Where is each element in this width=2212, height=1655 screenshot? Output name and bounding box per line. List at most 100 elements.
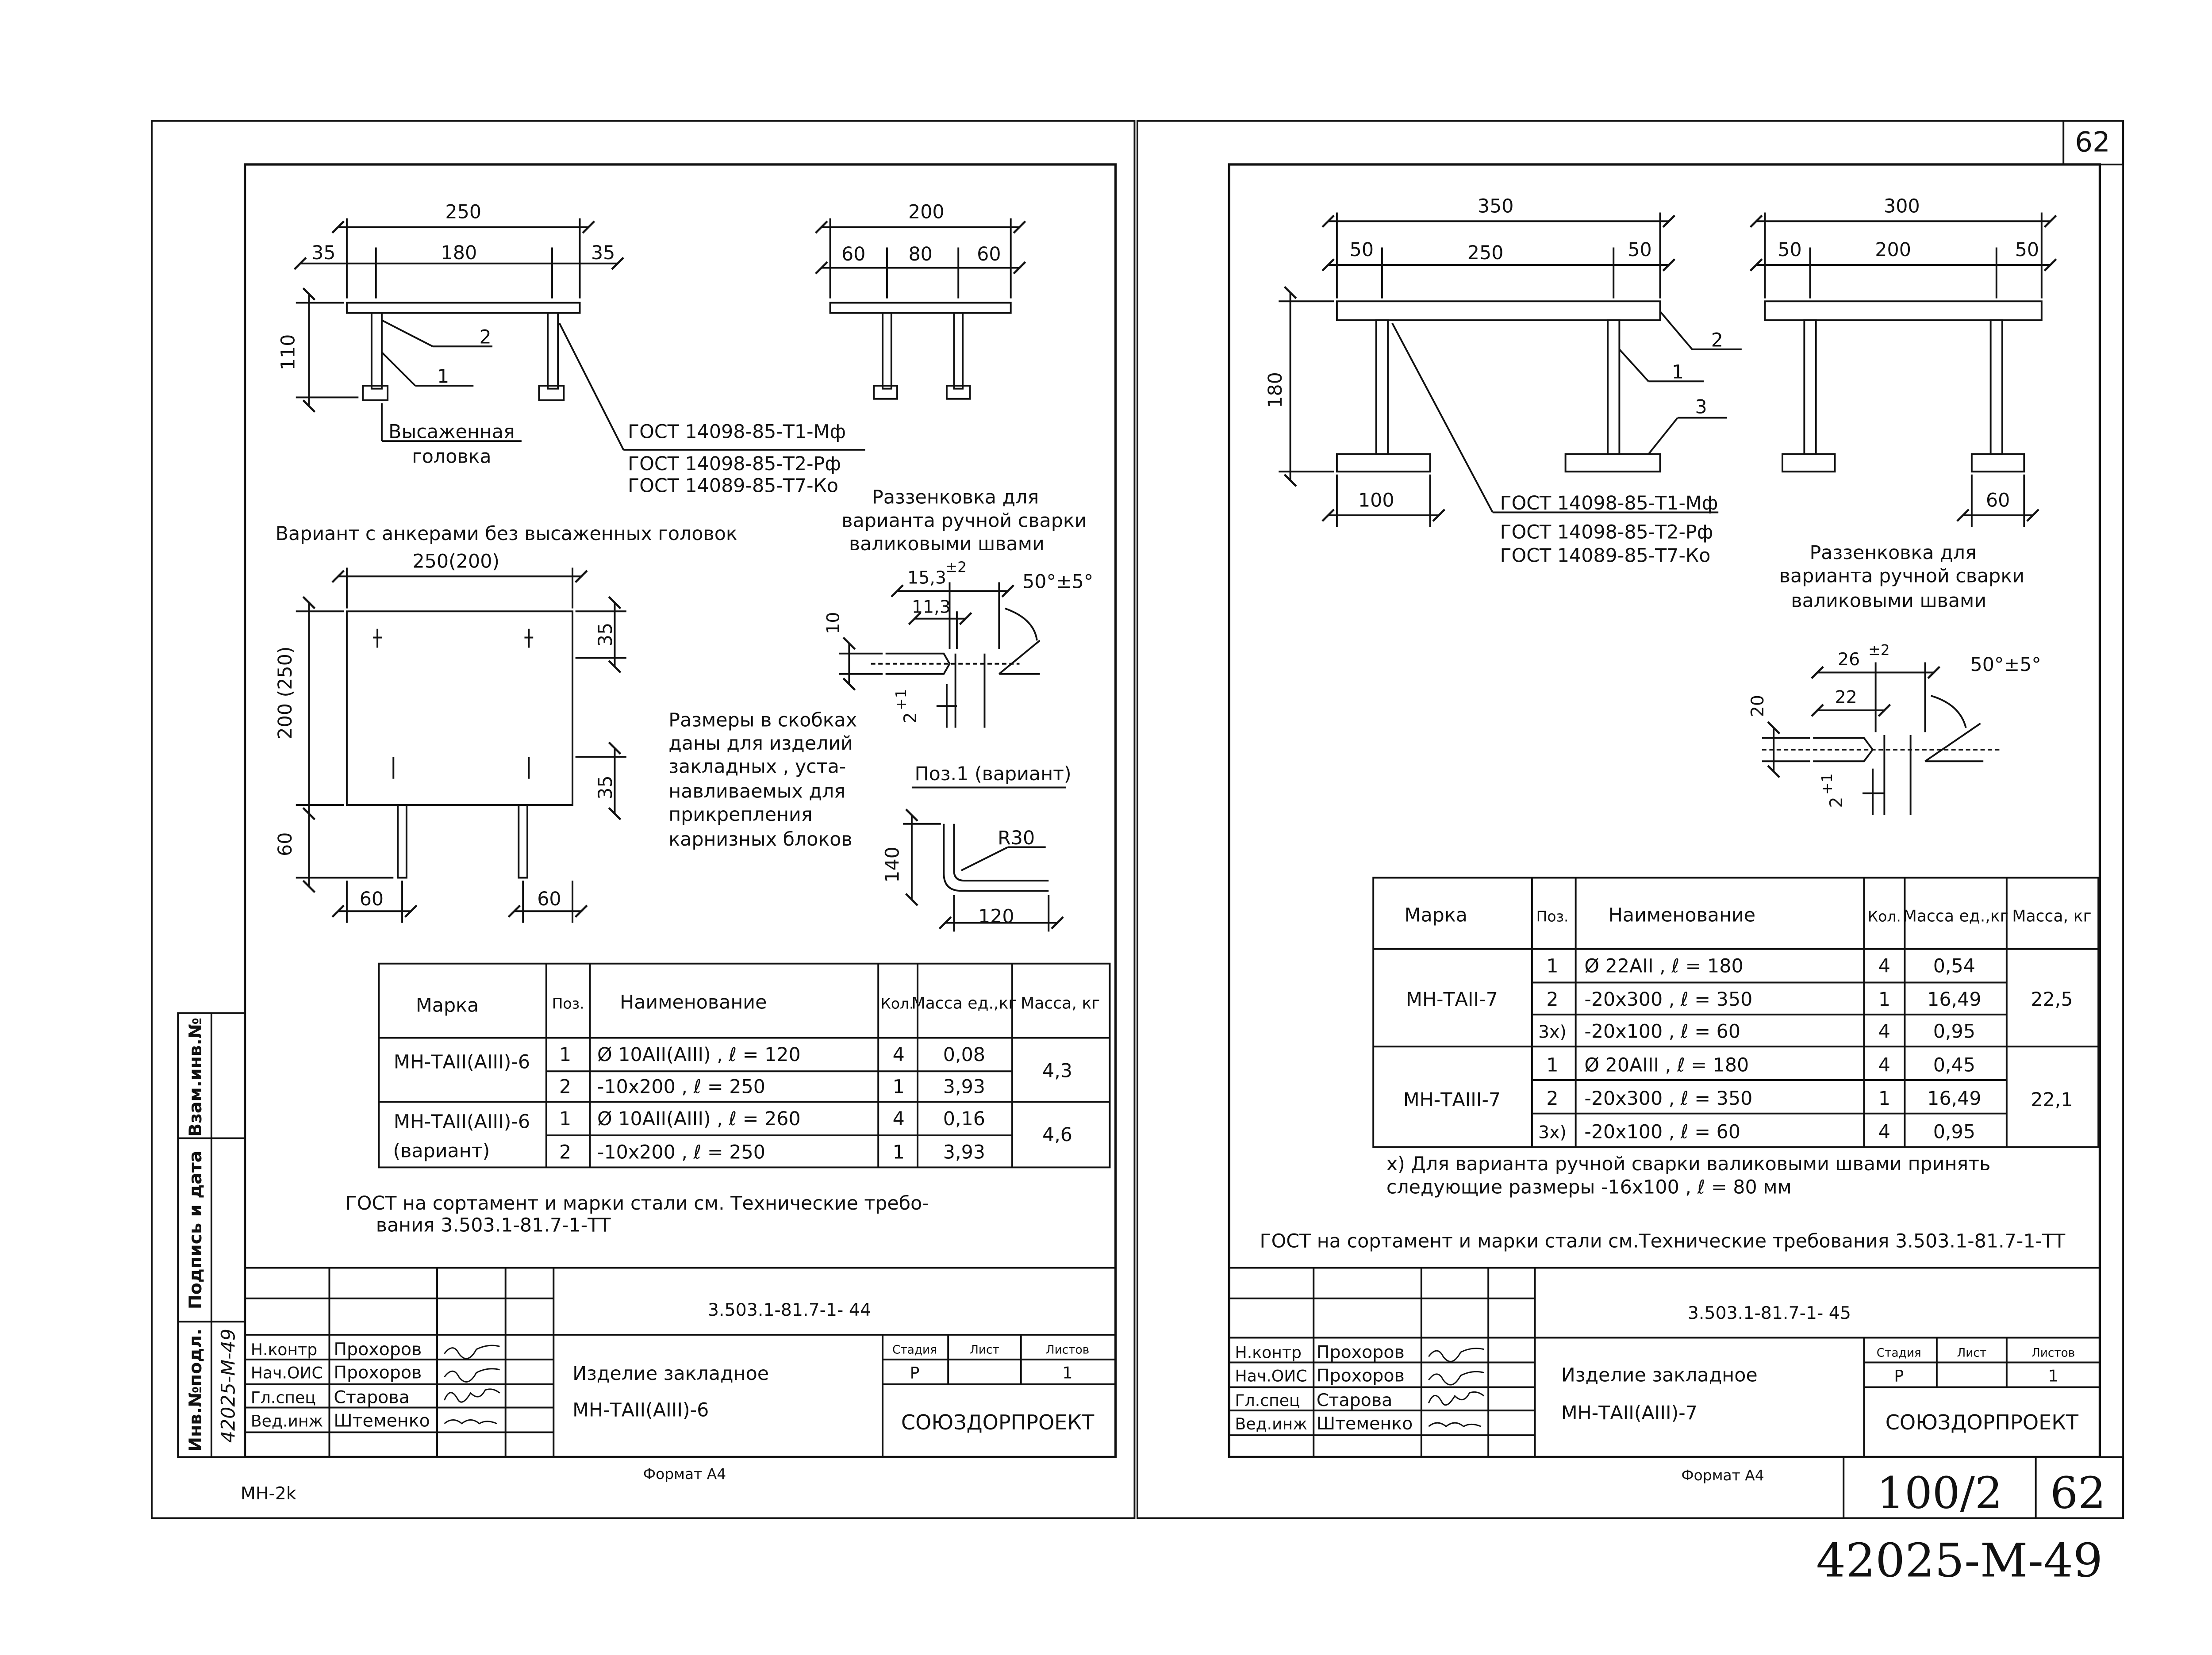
lt-h-mass-unit: Масса ед.,кг: [911, 994, 1017, 1013]
left-role-1: Н.контр: [251, 1340, 317, 1359]
right-role-3: Гл.спец: [1235, 1391, 1300, 1410]
chamfer-title-3: валиковыми швами: [849, 533, 1045, 555]
gost-line-2: ГОСТ 14098-85-Т2-Рф: [628, 453, 841, 475]
r-gost-2: ГОСТ 14098-85-Т2-Рф: [1500, 521, 1713, 544]
r-chamfer-title-1: Раззенковка для: [1810, 542, 1977, 564]
right-org: СОЮЗДОРПРОЕКТ: [1886, 1410, 2079, 1434]
chamfer-h: 10: [823, 612, 843, 634]
callout-1: 1: [437, 366, 449, 388]
r-chamfer-h: 20: [1747, 695, 1768, 717]
variant-leg: 60: [274, 832, 296, 856]
lt-g1-total: 4,3: [1042, 1060, 1072, 1082]
left-title-2: МН-ТАII(АIII)-6: [572, 1399, 709, 1421]
rt-h-pos: Поз.: [1536, 908, 1569, 925]
r-side-right: 50: [2015, 239, 2039, 261]
rt-g1r2-qty: 1: [1878, 988, 1890, 1011]
chamfer-angle: 50°±5°: [1022, 571, 1093, 593]
rt-g1r1-qty: 4: [1878, 955, 1890, 977]
r-gost-1: ГОСТ 14098-85-Т1-Мф: [1500, 492, 1718, 514]
variant-left: 60: [360, 888, 384, 910]
rt-g2r3-pos: 3х): [1538, 1122, 1567, 1143]
lt-g2r2-name: -10х200 , ℓ = 250: [597, 1142, 765, 1164]
rt-g1r1-name: Ø 22АII , ℓ = 180: [1584, 955, 1743, 977]
rt-g2r1-name: Ø 20АIII , ℓ = 180: [1584, 1054, 1749, 1076]
rt-g1r2-mass: 16,49: [1927, 988, 1981, 1011]
pos1-variant-detail: [903, 786, 1066, 932]
lt-g2-mark-2: (вариант): [393, 1140, 490, 1162]
corner-code: МН-2k: [241, 1483, 296, 1504]
footer-page: 62: [2050, 1468, 2106, 1519]
side-stamp-2: Подпись и дата: [185, 1151, 206, 1310]
lt-g1-mark: МН-ТАII(АIII)-6: [394, 1051, 530, 1073]
left-name-3: Старова: [334, 1387, 409, 1408]
right-sheet-inner-frame: [1228, 163, 2101, 1459]
rt-h-mass: Масса, кг: [2012, 906, 2091, 925]
lt-g2r1-qty: 4: [893, 1108, 905, 1130]
right-doc-code: 3.503.1-81.7-1- 45: [1688, 1303, 1851, 1323]
left-org: СОЮЗДОРПРОЕКТ: [901, 1410, 1094, 1434]
dim-height: 110: [277, 334, 299, 371]
left-sheet-outer-frame: [150, 120, 1136, 1519]
rt-g2r2-pos: 2: [1546, 1088, 1558, 1110]
r-chamfer-d2: 22: [1835, 687, 1857, 708]
rt-g1r3-name: -20х100 , ℓ = 60: [1584, 1021, 1740, 1043]
left-stage-h: Стадия: [892, 1344, 937, 1357]
rt-g2r3-name: -20х100 , ℓ = 60: [1584, 1121, 1740, 1143]
dim-left: 35: [311, 242, 335, 264]
left-format: Формат А4: [643, 1465, 726, 1483]
variant-width: 250(200): [412, 551, 499, 573]
chamfer-gap-tol: +1: [892, 689, 910, 711]
right-stage-v: Р: [1894, 1366, 1904, 1385]
rt-g1r3-qty: 4: [1878, 1021, 1890, 1043]
left-title-block-grid: [177, 1012, 1116, 1458]
chamfer-d2: 11,3: [912, 597, 951, 617]
left-chamfer-detail: [839, 582, 1041, 728]
dim-inner: 180: [441, 242, 477, 264]
r-chamfer-title-3: валиковыми швами: [1791, 590, 1986, 612]
lt-g2r1-name: Ø 10АII(АIII) , ℓ = 260: [597, 1108, 801, 1130]
r-callout-3: 3: [1695, 396, 1707, 418]
lt-g2r1-pos: 1: [559, 1108, 571, 1130]
side-dim-mid: 80: [908, 243, 932, 265]
right-format: Формат А4: [1681, 1467, 1764, 1484]
side-stamp-1: Взам.инв.№: [185, 1018, 206, 1137]
rt-g1r1-pos: 1: [1546, 955, 1558, 977]
left-top-view: [293, 218, 865, 451]
note-line-6: карнизных блоков: [668, 828, 852, 850]
lt-g1r2-qty: 1: [893, 1076, 905, 1098]
pos1-h: 140: [881, 847, 903, 883]
r-chamfer-gap-tol: +1: [1818, 773, 1836, 795]
side-dim-left: 60: [841, 243, 865, 265]
r-callout-1: 1: [1672, 361, 1684, 383]
chamfer-d1-tol: ±2: [945, 558, 967, 575]
variant-height: 200 (250): [274, 646, 296, 739]
bottom-code: 42025-М-49: [1816, 1533, 2103, 1587]
r-callout-2: 2: [1711, 329, 1723, 351]
right-title-1: Изделие закладное: [1561, 1364, 1758, 1386]
r-dim-right: 50: [1628, 239, 1651, 261]
r-gost-note: ГОСТ на сортамент и марки стали см.Техни…: [1260, 1230, 2066, 1252]
rt-h-qty: Кол.: [1868, 908, 1901, 925]
footer-page-box: [1843, 1456, 2124, 1519]
right-name-3: Старова: [1317, 1390, 1392, 1410]
left-stage-v: Р: [910, 1364, 920, 1383]
r-chamfer-title-2: варианта ручной сварки: [1779, 565, 2024, 587]
right-name-4: Штеменко: [1317, 1414, 1413, 1434]
head-label-1: Высаженная: [388, 421, 515, 443]
left-doc-code: 3.503.1-81.7-1- 44: [708, 1300, 871, 1320]
head-label-2: головка: [412, 446, 491, 468]
r-footnote-1: х) Для варианта ручной сварки валиковыми…: [1386, 1153, 1990, 1175]
right-spec-table-grid: [1372, 877, 2100, 1148]
right-role-2: Нач.ОИС: [1235, 1366, 1307, 1385]
rt-g1r2-name: -20х300 , ℓ = 350: [1584, 988, 1752, 1011]
r-dim-left: 50: [1350, 239, 1374, 261]
r-chamfer-angle: 50°±5°: [1970, 654, 2041, 676]
rt-g2r2-qty: 1: [1878, 1088, 1890, 1110]
right-sheet-h: Лист: [1957, 1346, 1987, 1360]
left-sheet-h: Лист: [970, 1344, 999, 1357]
side-stamp-4: 42025-М-49: [218, 1329, 240, 1443]
r-chamfer-d1: 26: [1838, 649, 1860, 670]
lt-g1r1-mass: 0,08: [943, 1044, 985, 1066]
signature-scribbles: [444, 1345, 1485, 1428]
